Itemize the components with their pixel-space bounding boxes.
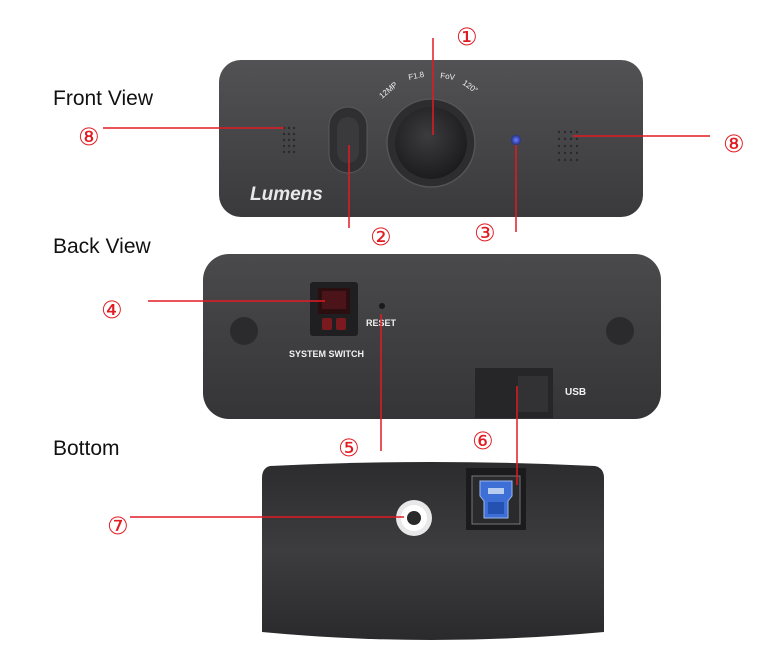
screw-hole-left bbox=[230, 317, 258, 345]
callout-8-right: ⑧ bbox=[723, 130, 745, 158]
callout-8-left: ⑧ bbox=[78, 123, 100, 151]
system-switch-label: SYSTEM SWITCH bbox=[289, 349, 364, 359]
callout-7: ⑦ bbox=[107, 512, 129, 540]
speaker-grille-right bbox=[557, 130, 579, 162]
usb-label: USB bbox=[565, 387, 586, 398]
callout-5: ⑤ bbox=[338, 434, 360, 462]
spec-fov: FoV bbox=[440, 71, 456, 82]
spec-f18: F1.8 bbox=[408, 70, 426, 82]
callout-3: ③ bbox=[474, 219, 496, 247]
bottom-view-device bbox=[262, 462, 604, 640]
brand-logo: Lumens bbox=[250, 184, 323, 205]
callout-1: ① bbox=[456, 23, 478, 51]
callout-2: ② bbox=[370, 223, 392, 251]
back-view-label: Back View bbox=[53, 235, 151, 258]
bottom-label: Bottom bbox=[53, 437, 120, 460]
callout-lines bbox=[103, 38, 710, 518]
speaker-grille-left bbox=[282, 126, 296, 154]
back-view-device: SYSTEM SWITCH RESET USB bbox=[203, 254, 661, 419]
callout-4: ④ bbox=[101, 296, 123, 324]
front-view-device: 12MP F1.8 FoV 120° Lumens bbox=[219, 60, 643, 217]
callout-6: ⑥ bbox=[472, 427, 494, 455]
status-led bbox=[511, 135, 521, 145]
front-view-label: Front View bbox=[53, 87, 153, 110]
reset-hole bbox=[379, 303, 385, 309]
screw-hole-right bbox=[606, 317, 634, 345]
